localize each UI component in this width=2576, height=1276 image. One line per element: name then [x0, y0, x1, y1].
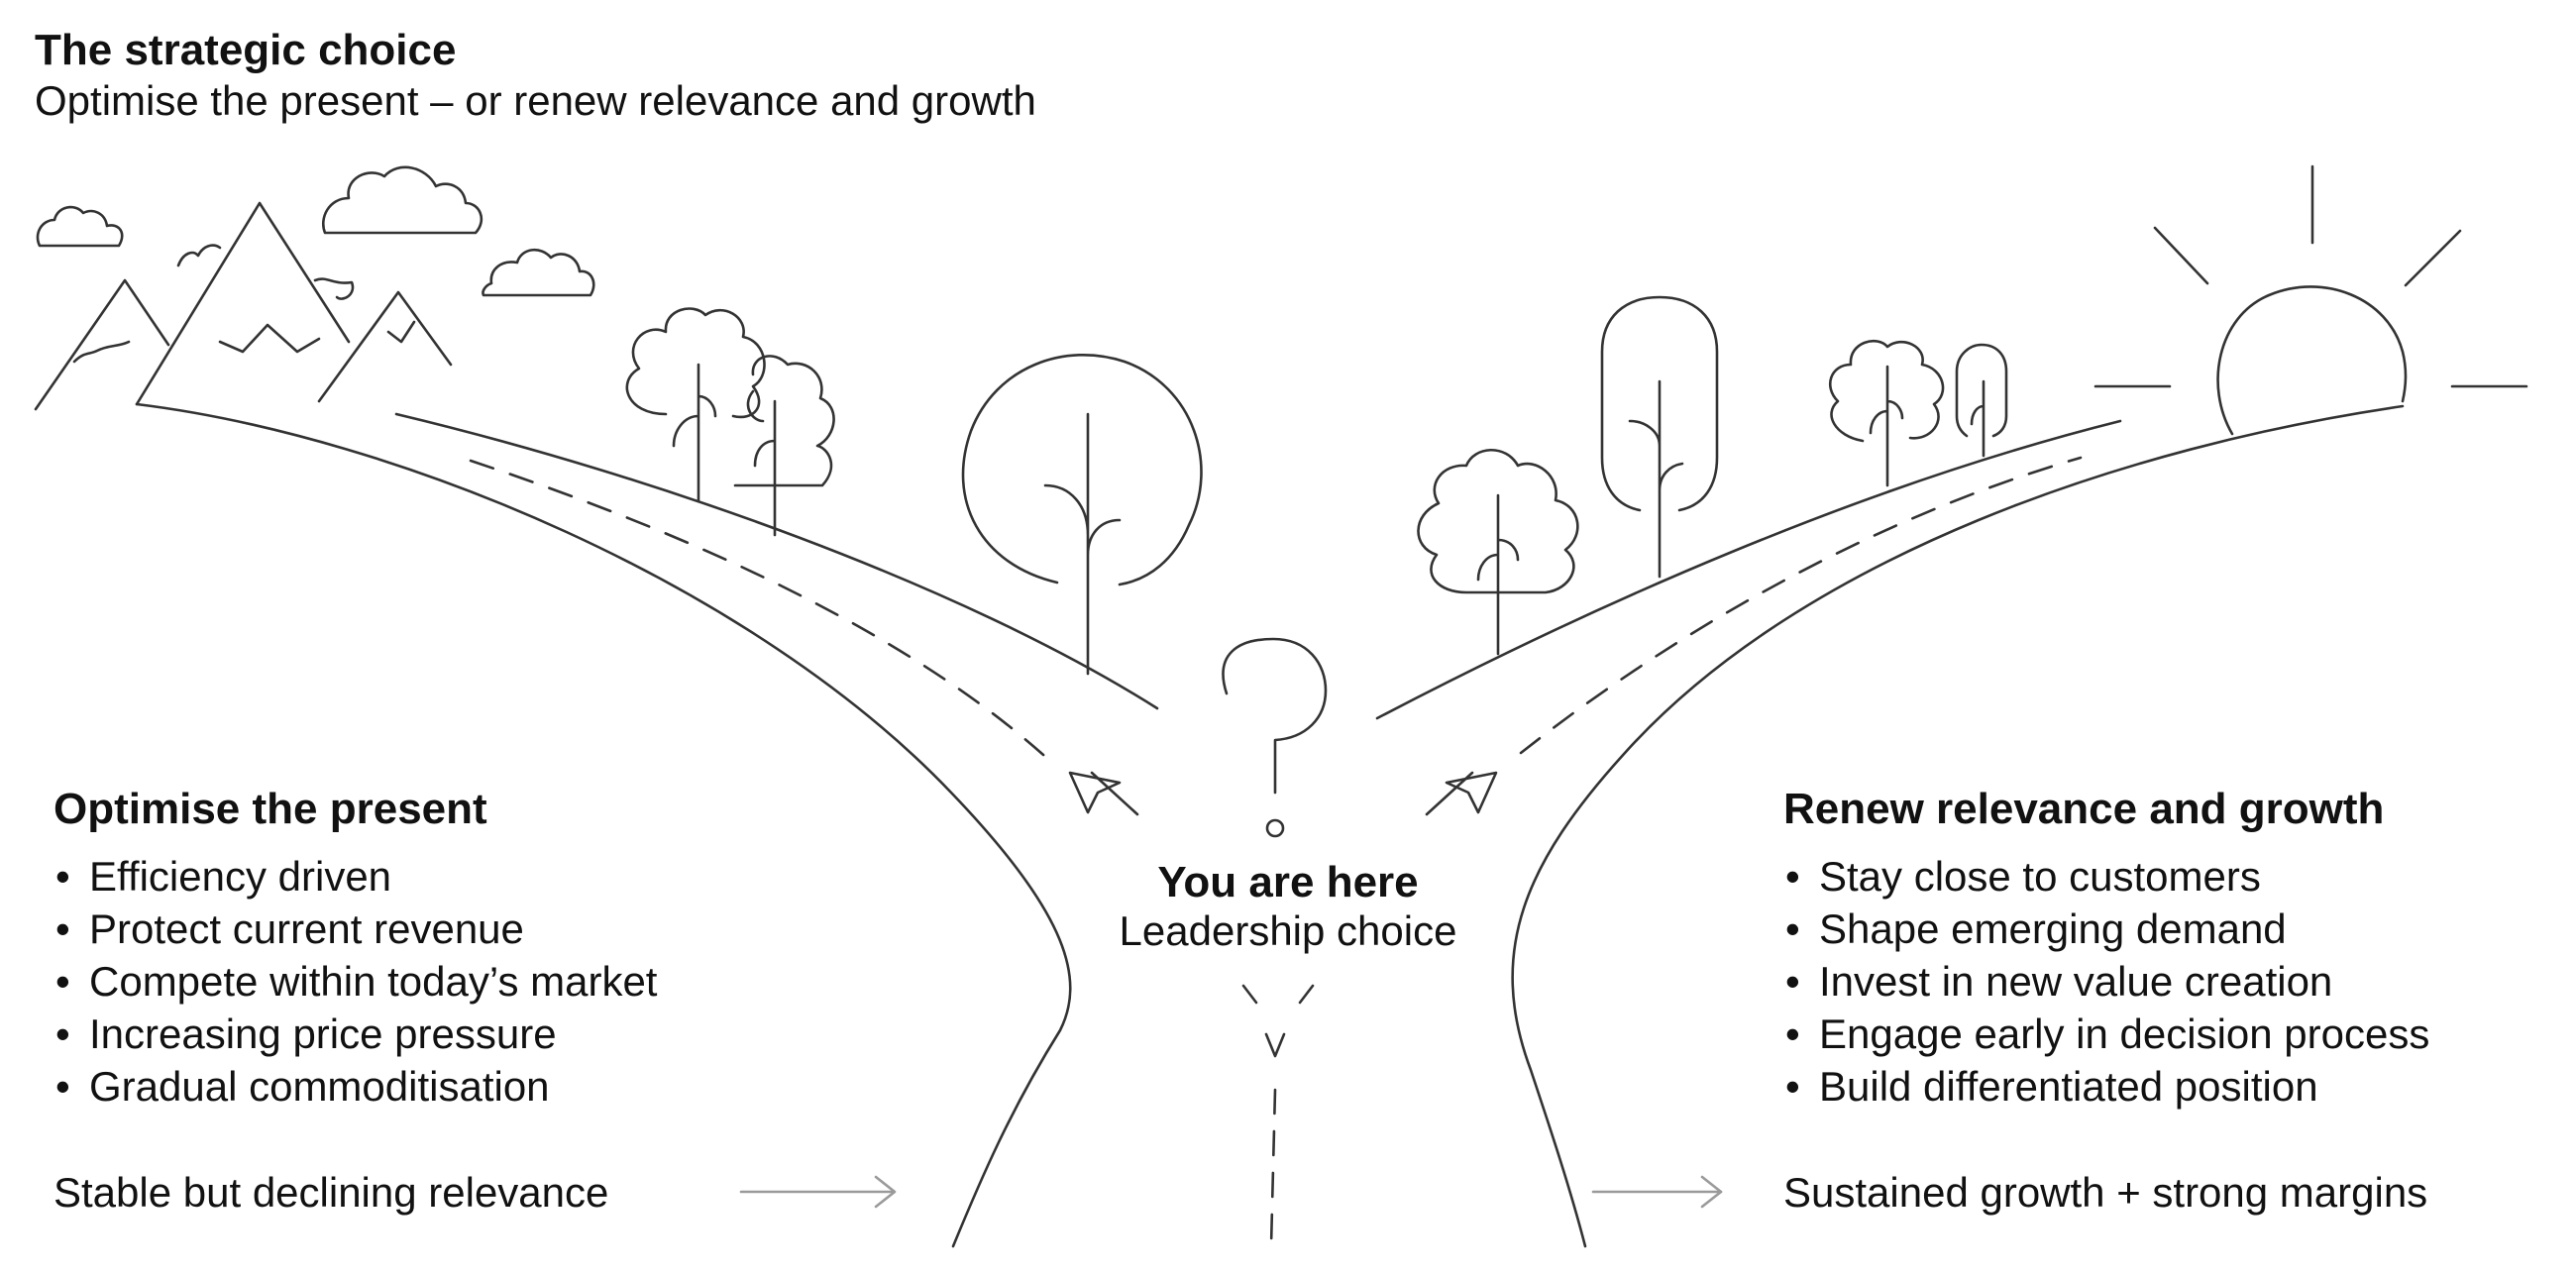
diagram-title: The strategic choice	[35, 26, 457, 74]
road-edge-left-outer	[135, 402, 1072, 1248]
road-edge-right-inner	[1375, 419, 2122, 720]
road-edge-left-inner	[394, 412, 1159, 710]
tree-bush-right-icon	[1417, 449, 1579, 656]
left-bullet: Protect current revenue	[54, 903, 657, 955]
tall-tree-icon	[1600, 295, 1719, 579]
right-bullet: Build differentiated position	[1783, 1060, 2429, 1113]
right-path-heading: Renew relevance and growth	[1783, 785, 2385, 833]
right-bullet: Stay close to customers	[1783, 850, 2429, 903]
round-tree-icon	[961, 354, 1203, 676]
tree-small-right-icon	[1828, 339, 2008, 487]
right-path-outcome: Sustained growth + strong margins	[1783, 1169, 2428, 1216]
arrow-up-right-icon	[1425, 771, 1498, 816]
diagram-subtitle: Optimise the present – or renew relevanc…	[35, 77, 1036, 124]
center-subheading: Leadership choice	[1119, 907, 1457, 954]
arrow-down-icon	[1241, 984, 1315, 1058]
question-mark-icon	[1222, 637, 1328, 838]
center-heading: You are here	[1157, 858, 1419, 906]
left-path-outcome: Stable but declining relevance	[54, 1169, 609, 1216]
mountains-icon	[34, 201, 453, 411]
dashed-path-left	[469, 459, 1054, 765]
road-edges	[135, 402, 2405, 1248]
left-path-bullets: Efficiency driven Protect current revenu…	[54, 850, 657, 1113]
tree-cluster-left-icon	[625, 307, 835, 537]
left-bullet: Increasing price pressure	[54, 1008, 657, 1060]
road-edge-right-outer	[1511, 404, 2405, 1248]
right-bullet: Engage early in decision process	[1783, 1008, 2429, 1060]
left-bullet: Gradual commoditisation	[54, 1060, 657, 1113]
outcome-arrow-right-icon	[1591, 1175, 1723, 1209]
right-path-bullets: Stay close to customers Shape emerging d…	[1783, 850, 2429, 1113]
right-bullet: Shape emerging demand	[1783, 903, 2429, 955]
dashed-path-center	[1269, 1088, 1277, 1248]
right-bullet: Invest in new value creation	[1783, 955, 2429, 1008]
sun-icon	[2093, 164, 2528, 436]
left-path-heading: Optimise the present	[54, 785, 487, 833]
left-bullet: Efficiency driven	[54, 850, 657, 903]
clouds-icon	[36, 165, 595, 300]
dashed-path-right	[1519, 456, 2083, 755]
left-bullet: Compete within today’s market	[54, 955, 657, 1008]
arrow-up-left-icon	[1068, 771, 1139, 816]
outcome-arrow-left-icon	[739, 1175, 897, 1209]
